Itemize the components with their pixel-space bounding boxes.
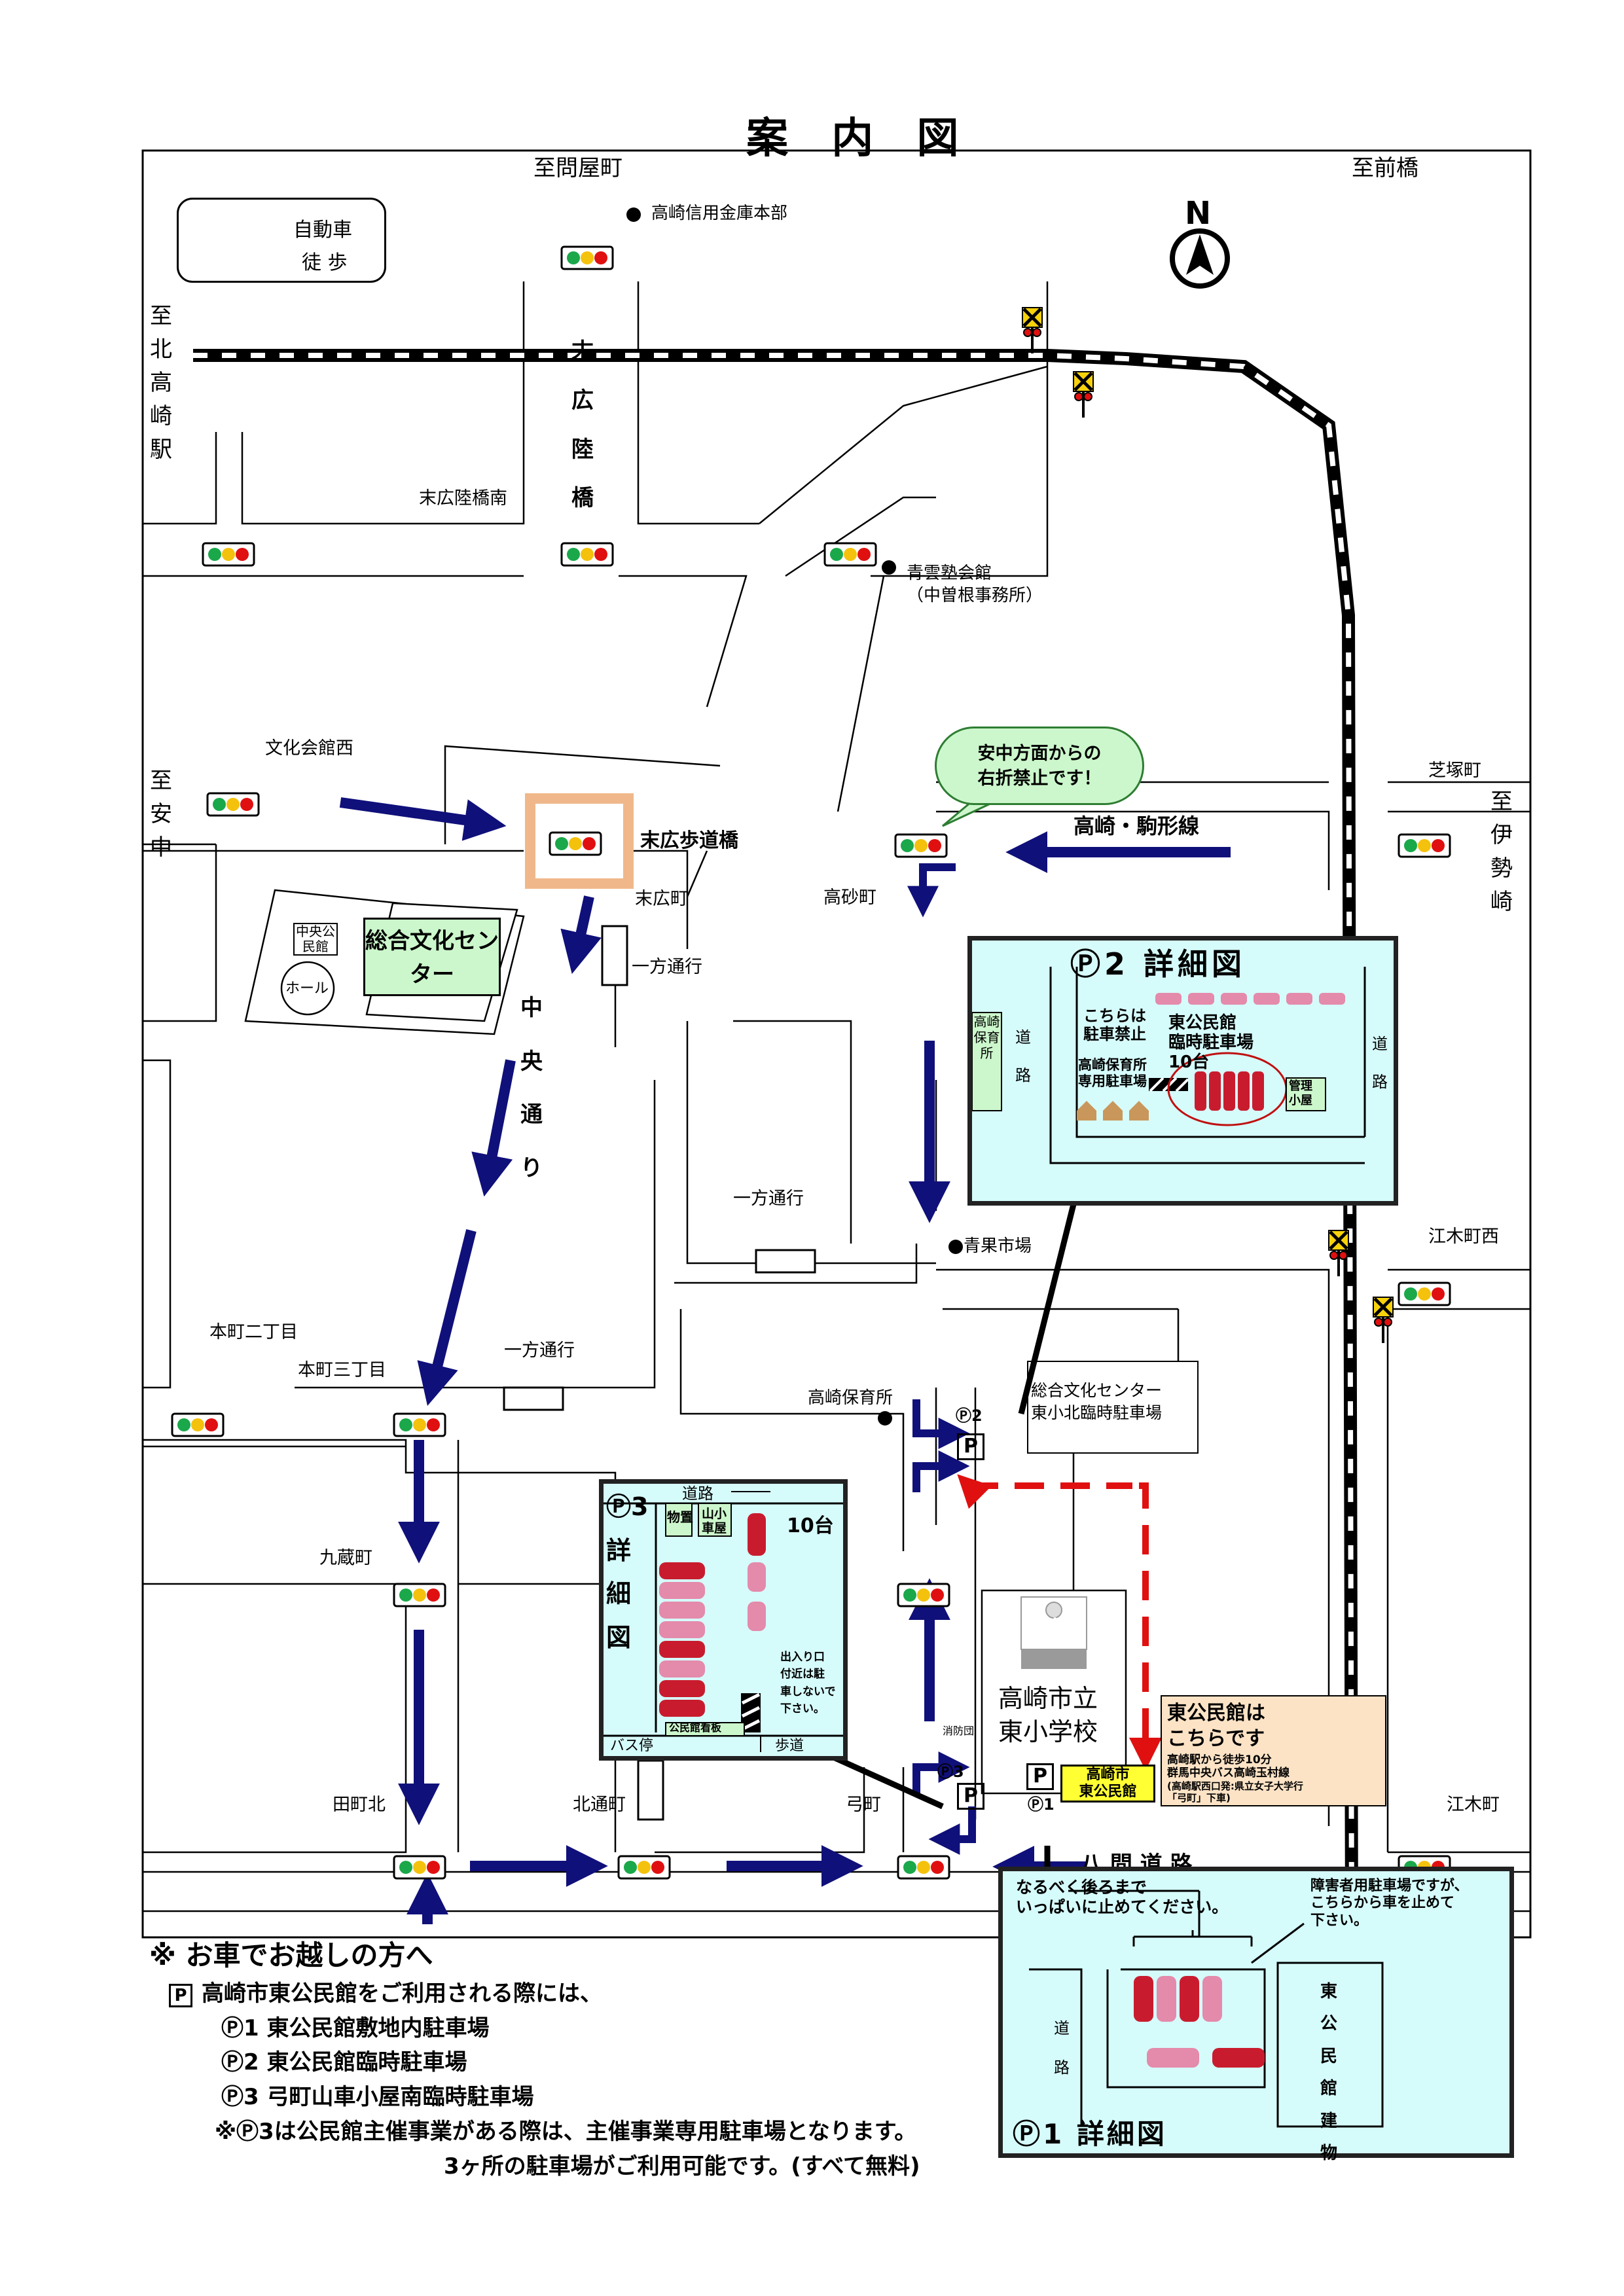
p1-building: 東公民館建物 [1320,1982,1337,2163]
label-shobo: 消防団 [943,1725,975,1737]
label-one-way-1: 一方通行 [733,1189,804,1209]
p2-road-right: 道路 [1372,1035,1388,1091]
label-seika-ichiba: 青果市場 [964,1236,1032,1256]
p3-title: Ⓟ3 詳 細 図 [606,1492,649,1652]
label-eki-cho: 江木町 [1447,1795,1500,1815]
label-shibatsuka-cho: 芝塚町 [1428,761,1481,781]
target-title: 東公民館は こちらです [1167,1702,1265,1750]
traffic-lights [171,245,1451,1880]
marker-p3-box: P [957,1783,984,1810]
legend: 自動車 徒 歩 [177,198,386,283]
p3-sidewalk: 歩道 [775,1738,804,1754]
marker-p3: Ⓟ3 [937,1763,964,1781]
label-takasago-cho: 高砂町 [823,888,876,908]
sign-kominkan: 高崎市 東公民館 [1060,1765,1155,1803]
car-route-arrows [339,797,1231,1924]
direction-tonyamachi: 至問屋町 [533,155,623,181]
notes-heading: ※ お車でお越しの方へ [149,1939,433,1971]
p2-road-left: 道路 [1015,1028,1031,1085]
label-seiunjuku: 青雲塾会館 [907,564,992,583]
p1-disabled: 障害者用駐車場ですが、 こちらから車を止めて 下さい。 [1310,1878,1469,1929]
marker-p2-box: P [957,1433,984,1460]
label-sogo-bunka: 総合文化センター [365,928,499,988]
p2-hoikujo-senyo: 高崎保育所 専用駐車場 [1078,1057,1147,1090]
page-title: 案 内 図 [746,115,973,163]
target-walk: 高崎駅から徒歩10分 [1167,1753,1272,1767]
label-kurumachi: 九蔵町 [319,1548,372,1568]
parking-notes: ※ お車でお越しの方へ P 高崎市東公民館をご利用される際には、 Ⓟ1 東公民館敷… [149,1934,920,2183]
marker-p2: Ⓟ2 [956,1407,983,1425]
label-hoikujo: 高崎保育所 [808,1388,893,1408]
parking-p-icon: P [169,1984,192,2008]
p3-count: 10台 [787,1515,834,1537]
legend-car-label: 自動車 [293,219,352,242]
sogo-bunka-center: 総合文化センター [363,918,501,996]
p3-detail-panel: Ⓟ3 詳 細 図 道路 物置 山小 車屋 10台 出入り口 付近は駐 車しないで… [599,1479,848,1761]
label-shinkin: 高崎信用金庫本部 [651,204,788,223]
p1-road: 道路 [1054,2019,1070,2077]
direction-kitatakasaki: 至北高崎駅 [150,303,172,463]
label-suehiro-hodokyo: 末広歩道橋 [640,829,738,852]
notes-intro: 高崎市東公民館をご利用される際には、 [202,1981,602,2007]
p2-kanri: 管理 小屋 [1289,1079,1312,1107]
label-chuo-kominkan: 中央公民館 [293,923,338,956]
p3-yama: 山小 車屋 [702,1507,727,1535]
north-arrow-icon: N [1170,195,1230,289]
p2-no-parking: こちらは 駐車禁止 [1083,1007,1146,1043]
marker-p1-box: P [1026,1763,1054,1790]
p2-detail-panel: Ⓟ2 詳細図 高崎保育所 道路 道路 こちらは 駐車禁止 東公民館 臨時駐車場 … [967,936,1398,1206]
road-suehiro-rikkyo: 末広陸橋 [571,338,594,512]
notes-p2: Ⓟ2 東公民館臨時駐車場 [221,2049,467,2076]
marker-p1: Ⓟ1 [1028,1795,1055,1814]
one-way-signs [503,925,816,1821]
label-motomachi-3: 本町三丁目 [298,1360,386,1380]
p3-bus: バス停 [610,1738,654,1754]
label-school-name: 高崎市立 東小学校 [998,1684,1098,1747]
direction-maebashi: 至前橋 [1352,155,1418,181]
p1-detail-panel: なるべく後ろまで いっぱいに止めてください。 障害者用駐車場ですが、 こちらから… [998,1867,1514,2163]
target-bus: 群馬中央バス高崎玉村線 [1167,1767,1290,1780]
p1-title: Ⓟ1 詳細図 [1013,2118,1167,2150]
target-box: 東公民館は こちらです 高崎駅から徒歩10分 群馬中央バス高崎玉村線 (高崎駅西… [1161,1695,1386,1806]
p2-name: 東公民館 臨時駐車場 10台 [1168,1013,1254,1072]
p1-back: なるべく後ろまで いっぱいに止めてください。 [1016,1878,1229,1916]
p2-title: Ⓟ2 詳細図 [1070,946,1246,982]
label-kitadori-cho: 北通町 [573,1795,626,1815]
walking-route [957,1474,1162,1770]
label-hall: ホール [285,980,329,997]
crossing-signs [1022,307,1394,1343]
p3-sign: 公民館看板 [669,1721,722,1734]
label-bunka-kaikan-nishi: 文化会館西 [265,738,353,759]
p3-road: 道路 [682,1484,713,1503]
right-turn-callout: 安中方面からの 右折禁止です！ [935,726,1144,805]
label-suehiro-cho: 末広町 [635,889,688,909]
direction-annaka: 至安中 [150,768,172,861]
road-takasaki-komagata: 高崎・駒形線 [1074,814,1200,838]
p3-storage: 物置 [667,1509,693,1525]
label-rinji-parking: 総合文化センター 東小北臨時駐車場 [1031,1381,1163,1422]
notes-warn: ※Ⓟ3は公民館主催事業がある際は、主催事業専用駐車場となります。 [215,2118,917,2145]
label-tamachi-kita: 田町北 [333,1795,386,1815]
target-bus-detail: (高崎駅西口発:県立女子大学行 「弓町」下車) [1167,1780,1303,1804]
road-chuo-dori: 中央通り [520,995,543,1181]
notes-p1: Ⓟ1 東公民館敷地内駐車場 [221,2015,490,2041]
label-seiunjuku-sub: （中曽根事務所） [907,586,1043,605]
label-school-roof: 学校 [1024,1616,1075,1645]
callout-text: 安中方面からの 右折禁止です！ [977,744,1102,789]
label-one-way-3: 一方通行 [504,1340,575,1361]
railway [193,349,1358,1931]
label-yumicho: 弓町 [846,1795,881,1815]
notes-free: 3ヶ所の駐車場がご利用可能です。(すべて無料) [444,2153,920,2179]
label-motomachi-2: 本町二丁目 [209,1322,298,1342]
label-eki-cho-nishi: 江木町西 [1428,1227,1499,1247]
label-suehiro-rikkyo-minami: 末広陸橋南 [419,488,507,509]
map-frame [141,149,1532,1939]
direction-isesaki: 至伊勢崎 [1490,789,1513,915]
legend-walk-label: 徒 歩 [302,251,348,274]
notes-p3: Ⓟ3 弓町山車小屋南臨時駐車場 [221,2084,534,2111]
p2-hoikujo-v: 高崎保育所 [973,1014,1000,1061]
svg-text:N: N [1185,195,1211,232]
label-one-way-2: 一方通行 [632,957,702,977]
p3-note: 出入り口 付近は駐 車しないで 下さい。 [780,1651,836,1716]
